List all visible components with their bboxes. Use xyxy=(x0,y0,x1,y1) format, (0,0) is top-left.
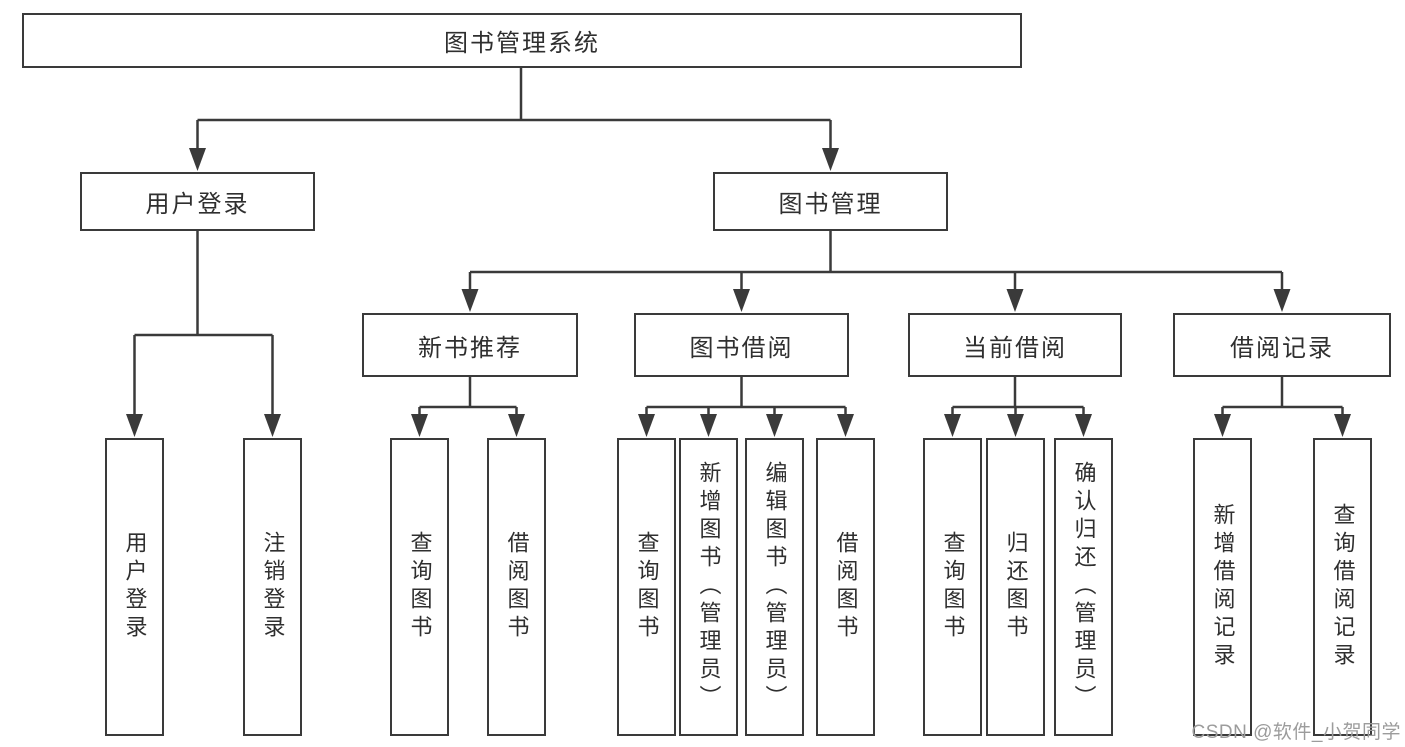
leaf-label: 新增图书（管理员） xyxy=(696,461,722,713)
leaf-return-books: 归还图书 xyxy=(986,438,1045,736)
connector-root-to-modules xyxy=(196,68,832,150)
leaf-label: 查询图书 xyxy=(634,531,660,643)
node-label: 用户登录 xyxy=(145,191,250,218)
leaf-label: 查询借阅记录 xyxy=(1330,503,1356,671)
leaf-label: 借阅图书 xyxy=(833,531,859,643)
connector-new-book-branch xyxy=(418,377,518,415)
leaf-label: 归还图书 xyxy=(1003,531,1029,643)
node-new-book-recommend: 新书推荐 xyxy=(362,313,578,377)
node-current-borrow: 当前借阅 xyxy=(908,313,1122,377)
leaf-add-borrow-record: 新增借阅记录 xyxy=(1193,438,1252,736)
leaf-query-books-recommend: 查询图书 xyxy=(390,438,449,736)
leaf-label: 注销登录 xyxy=(260,531,286,643)
connector-current-borrow-branch xyxy=(951,377,1085,415)
node-user-login: 用户登录 xyxy=(80,172,315,231)
connector-user-login-branch xyxy=(133,231,274,416)
node-label: 图书管理 xyxy=(778,191,883,218)
node-label: 当前借阅 xyxy=(963,334,1067,362)
leaf-add-book-admin: 新增图书（管理员） xyxy=(679,438,738,736)
connector-borrow-records-branch xyxy=(1221,377,1344,415)
node-borrow-records: 借阅记录 xyxy=(1173,313,1391,377)
leaf-query-borrow-record: 查询借阅记录 xyxy=(1313,438,1372,736)
leaf-label: 查询图书 xyxy=(407,531,433,643)
leaf-confirm-return-admin: 确认归还（管理员） xyxy=(1054,438,1113,736)
connector-book-management-branch xyxy=(468,231,1284,291)
leaf-label: 查询图书 xyxy=(940,531,966,643)
leaf-query-books-current: 查询图书 xyxy=(923,438,982,736)
node-label: 借阅记录 xyxy=(1230,334,1334,362)
node-label: 新书推荐 xyxy=(418,334,522,362)
leaf-label: 确认归还（管理员） xyxy=(1071,461,1097,713)
leaf-user-login: 用户登录 xyxy=(105,438,164,736)
node-book-management: 图书管理 xyxy=(713,172,948,231)
leaf-edit-book-admin: 编辑图书（管理员） xyxy=(745,438,804,736)
leaf-label: 借阅图书 xyxy=(504,531,530,643)
node-library-management-system: 图书管理系统 xyxy=(22,13,1022,68)
leaf-logout: 注销登录 xyxy=(243,438,302,736)
node-book-borrow: 图书借阅 xyxy=(634,313,849,377)
node-label: 图书借阅 xyxy=(689,334,794,362)
leaf-borrow-books-recommend: 借阅图书 xyxy=(487,438,546,736)
leaf-label: 新增借阅记录 xyxy=(1210,503,1236,671)
leaf-label: 用户登录 xyxy=(122,531,148,643)
leaf-label: 编辑图书（管理员） xyxy=(762,461,788,713)
csdn-watermark: CSDN @软件_小贺同学 xyxy=(1191,722,1401,743)
connector-book-borrow-branch xyxy=(645,377,847,415)
node-label: 图书管理系统 xyxy=(444,30,600,57)
leaf-query-books-borrow: 查询图书 xyxy=(617,438,676,736)
leaf-borrow-books: 借阅图书 xyxy=(816,438,875,736)
